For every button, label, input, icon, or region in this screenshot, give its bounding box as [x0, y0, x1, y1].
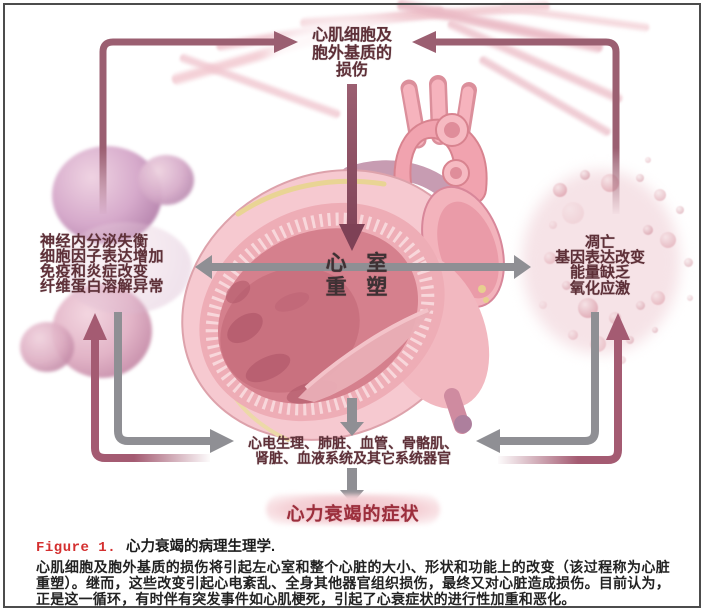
bubble-dot	[561, 280, 571, 290]
node-line: 细胞因子表达增加	[40, 247, 165, 265]
arrow-top-to-remodeling	[339, 84, 365, 251]
bubble-dot	[549, 221, 557, 229]
caption-body: 心肌细胞及胞外基质的损伤将引起左心室和整个心脏的大小、形状和功能上的改变（该过程…	[36, 559, 670, 608]
node-line: 凋亡	[584, 234, 615, 251]
cell-blob	[60, 222, 192, 314]
symptoms-highlight	[266, 494, 440, 525]
bubble-dot	[539, 301, 547, 309]
caption-title-line: Figure 1. 心力衰竭的病理生理学.	[36, 538, 670, 557]
node-myocyte-damage: 心肌细胞及 胞外基质的 损伤	[287, 27, 417, 80]
bubble-dot	[643, 225, 653, 235]
node-ventricular-remodeling: 心 室 重 塑	[295, 252, 425, 300]
node-line: 肾脏、血液系统及其它系统器官	[255, 449, 451, 466]
bubble-dot	[544, 252, 556, 264]
caption-title: 心力衰竭的病理生理学.	[126, 539, 276, 555]
bubble-dot	[553, 183, 567, 197]
bubble-dot	[683, 257, 693, 267]
node-line: 基因表达改变	[554, 249, 645, 267]
arrow-remodeling-to-organs	[340, 398, 364, 436]
bubble-dot	[562, 202, 584, 224]
arrow-left-to-organs	[114, 312, 234, 453]
node-line: 免疫和炎症改变	[40, 262, 149, 280]
node-line: 心电生理、肺脏、血管、骨骼肌、	[248, 435, 458, 451]
bubble-dot	[635, 300, 645, 310]
arrow-left-to-top	[99, 31, 298, 214]
bubble-dot	[660, 232, 676, 248]
node-line: 胞外基质的	[311, 44, 392, 62]
node-line: 损伤	[335, 62, 368, 79]
figure-number-label: Figure 1.	[36, 540, 117, 556]
node-neurohormonal: 神经内分泌失衡 细胞因子表达增加 免疫和炎症改变 纤维蛋白溶解异常	[40, 233, 200, 295]
node-apoptosis: 凋亡 基因表达改变 能量缺乏 氧化应激	[536, 235, 664, 296]
node-line: 纤维蛋白溶解异常	[40, 277, 165, 295]
bubble-dot	[651, 291, 665, 305]
node-line: 氧化应激	[569, 279, 630, 297]
bubble-dot	[676, 206, 684, 214]
node-line: 神经内分泌失衡	[40, 233, 149, 250]
bubble-dot	[645, 157, 651, 163]
figure-caption: Figure 1. 心力衰竭的病理生理学. 心肌细胞及胞外基质的损伤将引起左心室…	[6, 534, 698, 608]
node-organ-systems: 心电生理、肺脏、血管、骨骼肌、 肾脏、血液系统及其它系统器官	[228, 436, 478, 465]
node-heart-failure-symptoms: 心力衰竭的症状	[286, 504, 420, 524]
bubble-dot	[568, 330, 578, 340]
node-line: 心 室	[325, 252, 395, 275]
arrow-feedback-to-right	[498, 313, 630, 464]
arrow-feedback-to-left	[83, 313, 210, 462]
bubble-dot	[580, 170, 590, 180]
arrow-right-to-organs	[476, 312, 599, 453]
node-line: 能量缺乏	[569, 264, 630, 282]
bubble-dot	[654, 189, 666, 201]
node-line: 心肌细胞及	[311, 27, 392, 44]
cell-blob	[20, 322, 74, 372]
node-line: 重 塑	[325, 276, 395, 299]
bubble-dot	[636, 174, 644, 182]
arrow-remodeling-bidirectional	[195, 255, 531, 279]
bubble-dot	[687, 295, 693, 301]
cell-blob	[138, 155, 194, 205]
arrow-right-to-top	[412, 31, 620, 214]
bubble-dot	[652, 327, 658, 333]
